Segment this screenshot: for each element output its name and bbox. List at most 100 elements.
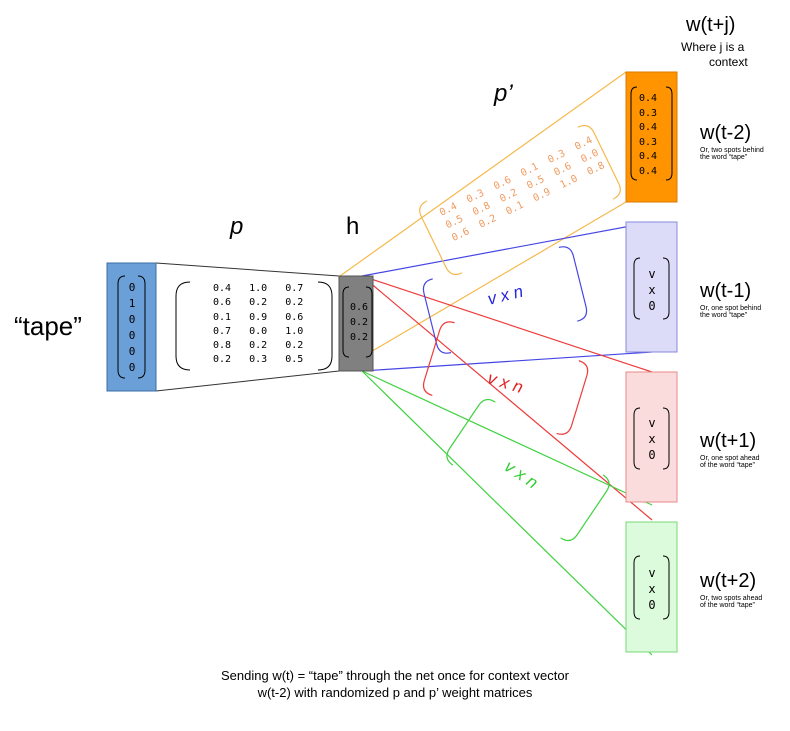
p-cell: 0.9	[249, 311, 268, 323]
output-cell: 0	[648, 598, 656, 612]
input-vector-cell: 1	[128, 297, 136, 310]
p-prime-bracket-right	[577, 124, 621, 200]
input-hidden-top-line	[155, 262, 340, 277]
orange-top-line	[339, 71, 627, 277]
hidden-vector-values: 0.6 0.2 0.2	[350, 300, 368, 345]
output-cell: 0	[648, 448, 656, 462]
input-bracket-right	[137, 275, 146, 379]
out4-bracket-right	[662, 555, 670, 620]
p-cell: 0.7	[213, 325, 232, 337]
hidden-layer-label: h	[346, 213, 360, 240]
output-cell: 0	[648, 299, 656, 313]
p-prime-matrix-label: p’	[494, 80, 513, 107]
context-label-desc-2: the word “tape”	[700, 312, 748, 319]
input-vector-cell: 0	[128, 329, 136, 342]
green-bracket-right	[560, 474, 610, 542]
output-cell: x	[648, 432, 656, 446]
out3-bracket-right	[662, 407, 670, 470]
p-cell: 0.2	[249, 297, 268, 309]
blue-top-line	[361, 221, 653, 277]
output-cell: x	[648, 283, 656, 297]
context-label-title: w(t-1)	[700, 280, 752, 302]
p-matrix-row: 0.7 0.0 1.0	[213, 325, 303, 339]
context-label-title: w(t+1)	[700, 430, 757, 452]
p-cell: 0.2	[285, 340, 304, 352]
output-cell: v	[648, 416, 656, 430]
input-vector-cell: 0	[128, 313, 136, 326]
output-cell: v	[648, 566, 656, 580]
red-top-line	[361, 275, 653, 373]
caption: Sending w(t) = “tape” through the net on…	[160, 667, 630, 701]
out4-bracket-left	[633, 555, 641, 620]
output-vector-t-plus-2: v x 0	[645, 565, 659, 613]
input-word-label: “tape”	[14, 311, 82, 341]
output-cell: 0.3	[639, 136, 658, 148]
p-cell: 1.0	[285, 325, 304, 337]
input-vector-cell: 0	[128, 281, 136, 294]
hidden-vector-cell: 0.2	[350, 332, 369, 343]
red-bracket-right	[556, 360, 589, 435]
output-cell: 0.3	[639, 107, 658, 119]
out2-bracket-left	[633, 257, 641, 320]
output-box-t-minus-2	[625, 71, 678, 203]
output-vector-t-plus-1: v x 0	[645, 415, 659, 463]
p-cell: 0.5	[285, 354, 304, 366]
out1-bracket-left	[630, 86, 638, 181]
p-cell: 0.1	[213, 311, 232, 323]
hidden-vector-cell: 0.6	[350, 302, 369, 313]
input-vector-box	[106, 262, 157, 392]
context-label-title: w(t-2)	[700, 122, 752, 144]
p-matrix-row: 0.6 0.2 0.2	[213, 296, 303, 310]
context-label-desc-1: Or, one spot behind	[700, 305, 762, 312]
caption-line-2: w(t-2) with randomized p and p’ weight m…	[257, 685, 533, 700]
p-cell: 0.6	[213, 297, 232, 309]
context-label-desc-2: of the word “tape”	[700, 462, 755, 469]
p-matrix-label: p	[230, 213, 244, 240]
output-cell: v	[648, 267, 656, 281]
input-vector-cell: 0	[128, 361, 136, 374]
input-vector-values: 0 1 0 0 0 0	[123, 280, 141, 376]
p-cell: 1.0	[249, 283, 268, 294]
context-label-desc-1: Or, one spot ahead	[700, 455, 760, 462]
context-header-title: w(t+j)	[686, 14, 736, 36]
p-cell: 0.3	[249, 354, 268, 366]
p-matrix-row: 0.8 0.2 0.2	[213, 339, 303, 353]
output-cell: 0.4	[639, 122, 658, 133]
input-vector-cell: 0	[128, 345, 136, 358]
hidden-bracket-right	[365, 286, 373, 358]
hidden-vector-cell: 0.2	[350, 317, 369, 328]
output-cell: 0.4	[639, 165, 658, 177]
orange-bottom-line	[339, 201, 627, 371]
p-cell: 0.2	[285, 297, 304, 309]
context-label-title: w(t+2)	[700, 570, 757, 592]
p-cell: 0.6	[285, 311, 304, 323]
out3-bracket-left	[633, 407, 641, 470]
context-label-desc-1: Or, two spots ahead	[700, 595, 763, 602]
out2-bracket-right	[662, 257, 670, 320]
output-cell: x	[648, 582, 656, 596]
p-cell: 0.7	[285, 283, 304, 294]
context-label-desc-2: the word “tape”	[700, 154, 748, 161]
context-label-desc-1: Or, two spots behind	[700, 147, 764, 154]
context-label-t-minus-1: w(t-1) Or, one spot behind the word “tap…	[700, 280, 761, 319]
blue-bracket-left	[422, 278, 452, 354]
p-bracket-left	[175, 281, 191, 371]
input-hidden-bottom-line	[155, 370, 340, 392]
p-cell: 0.8	[213, 340, 232, 352]
output-cell: 0.4	[639, 151, 658, 162]
green-bottom-line	[361, 370, 653, 656]
p-cell: 0.0	[249, 325, 268, 337]
p-bracket-right	[317, 281, 333, 371]
output-vector-t-minus-2: 0.4 0.3 0.4 0.3 0.4 0.4	[639, 92, 657, 179]
green-top-line	[361, 370, 653, 506]
p-prime-bracket-left	[419, 200, 463, 276]
output-vector-t-minus-1: v x 0	[645, 266, 659, 314]
out1-bracket-right	[665, 86, 673, 181]
green-bracket-left	[446, 398, 496, 466]
p-matrix-row: 0.2 0.3 0.5	[213, 353, 303, 367]
p-matrix-values: 0.4 1.0 0.7 0.6 0.2 0.2 0.1 0.9 0.6 0.7 …	[213, 282, 303, 368]
context-label-t-plus-2: w(t+2) Or, two spots ahead of the word “…	[700, 570, 762, 609]
p-cell: 0.4	[213, 283, 232, 294]
